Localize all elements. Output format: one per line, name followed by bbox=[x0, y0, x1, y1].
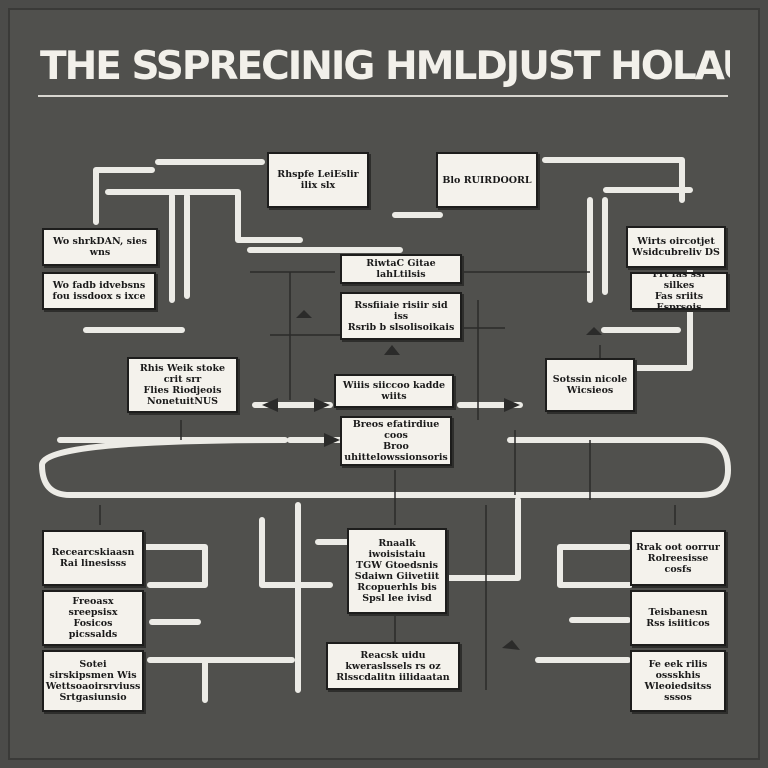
connector-top-left-drop bbox=[169, 193, 190, 303]
connector-top-right-drop bbox=[587, 197, 608, 303]
connector-lower-center2 bbox=[295, 502, 351, 693]
box-right-bot3-text: Fe eek rilis ossskhis Wleoiedsitss sssos bbox=[644, 659, 712, 703]
box-right-mid: Sotssin nicole Wicsieos bbox=[545, 358, 635, 412]
box-left-bot1-text: Recearcskiaasn Rai linesisss bbox=[51, 547, 135, 569]
box-center-row1-body: Rssfiiaie risiir sid iss Rsrib b slsolis… bbox=[340, 292, 462, 340]
box-right-bot2-text: Teisbanesn Rss isiiticos bbox=[646, 607, 710, 629]
box-center-mid-header: Wiiis siiccoo kadde wiits bbox=[334, 374, 454, 408]
box-right-mid-text: Sotssin nicole Wicsieos bbox=[552, 374, 628, 396]
box-left-row1-text: Wo shrkDAN, sies wns bbox=[52, 236, 148, 258]
box-left-bot2-text: Freoasx sreepsisx Fosicos picssalds bbox=[68, 596, 118, 640]
box-top-center-left-text: Rhspfe LeiEslir ilix slx bbox=[277, 169, 359, 191]
box-right-row1: Wirts oircotjet Wsidcubreliv DS bbox=[626, 226, 726, 268]
box-left-bot2: Freoasx sreepsisx Fosicos picssalds bbox=[42, 590, 144, 646]
box-bottom-center-top: Rnaalk iwoisistaiu TGW Gtoedsnis Sdaiwn … bbox=[347, 528, 447, 614]
box-right-row2: Frt fas ssf silkes Fas sriits Esprsois bbox=[630, 272, 728, 310]
box-center-row1-header: RiwtaC Gitae lahLtilsis bbox=[340, 254, 462, 284]
connector-top-left bbox=[93, 159, 265, 225]
box-left-bot3: Sotei sirskipsmen Wis Wettsoaoirsrviuss … bbox=[42, 650, 144, 712]
box-bottom-center-bottom: Reacsk uidu kweraslssels rs oz Rlsscdali… bbox=[326, 642, 460, 690]
box-center-row1-header-text: RiwtaC Gitae lahLtilsis bbox=[366, 258, 436, 280]
box-right-bot1: Rrak oot oorrur Rolreesisse cosfs bbox=[630, 530, 726, 586]
box-left-bot3-text: Sotei sirskipsmen Wis Wettsoaoirsrviuss … bbox=[45, 659, 141, 703]
connector-lower-left bbox=[142, 544, 208, 588]
connector-lower-left3 bbox=[147, 657, 295, 703]
diagram-title: THE SSPRECINIG HMLDJUST HOLAUSTVIROHS. bbox=[40, 44, 730, 89]
box-center-mid-header-text: Wiiis siiccoo kadde wiits bbox=[342, 380, 446, 402]
box-left-row2: Wo fadb idvebsns fou issdoox s ixce bbox=[42, 272, 156, 310]
box-bottom-center-bottom-text: Reacsk uidu kweraslssels rs oz Rlsscdali… bbox=[336, 649, 450, 683]
box-right-row1-text: Wirts oircotjet Wsidcubreliv DS bbox=[632, 236, 720, 258]
box-left-row2-text: Wo fadb idvebsns fou issdoox s ixce bbox=[52, 280, 146, 302]
box-left-bot1: Recearcskiaasn Rai linesisss bbox=[42, 530, 144, 586]
box-bottom-center-top-text: Rnaalk iwoisistaiu TGW Gtoedsnis Sdaiwn … bbox=[354, 538, 440, 604]
connector-center-top bbox=[247, 212, 443, 253]
connector-lower-right bbox=[557, 544, 633, 588]
box-top-center-left: Rhspfe LeiEslir ilix slx bbox=[267, 152, 369, 208]
title-underline bbox=[38, 95, 728, 97]
box-left-mid: Rhis Weik stoke crit srr Flies Riodjeois… bbox=[127, 357, 238, 413]
box-center-main-text: Breos efatirdiue coos Broo uhittelowssio… bbox=[344, 419, 448, 463]
box-right-bot1-text: Rrak oot oorrur Rolreesisse cosfs bbox=[636, 541, 720, 575]
box-right-bot3: Fe eek rilis ossskhis Wleoiedsitss sssos bbox=[630, 650, 726, 712]
box-left-mid-text: Rhis Weik stoke crit srr Flies Riodjeois… bbox=[139, 363, 226, 407]
box-top-center-right: Blo RUIRDOORL bbox=[436, 152, 538, 208]
connector-top-right bbox=[542, 157, 693, 203]
box-center-row1-body-text: Rssfiiaie risiir sid iss Rsrib b slsolis… bbox=[347, 299, 455, 333]
box-right-row2-text: Frt fas ssf silkes Fas sriits Esprsois bbox=[652, 272, 706, 310]
connector-lower-center3 bbox=[445, 497, 521, 581]
box-center-main: Breos efatirdiue coos Broo uhittelowssio… bbox=[340, 416, 452, 466]
connector-lower-center bbox=[259, 517, 333, 588]
connector-top-mid bbox=[105, 189, 303, 243]
box-left-row1: Wo shrkDAN, sies wns bbox=[42, 228, 158, 266]
box-top-center-right-text: Blo RUIRDOORL bbox=[442, 174, 532, 186]
box-right-bot2: Teisbanesn Rss isiiticos bbox=[630, 590, 726, 646]
